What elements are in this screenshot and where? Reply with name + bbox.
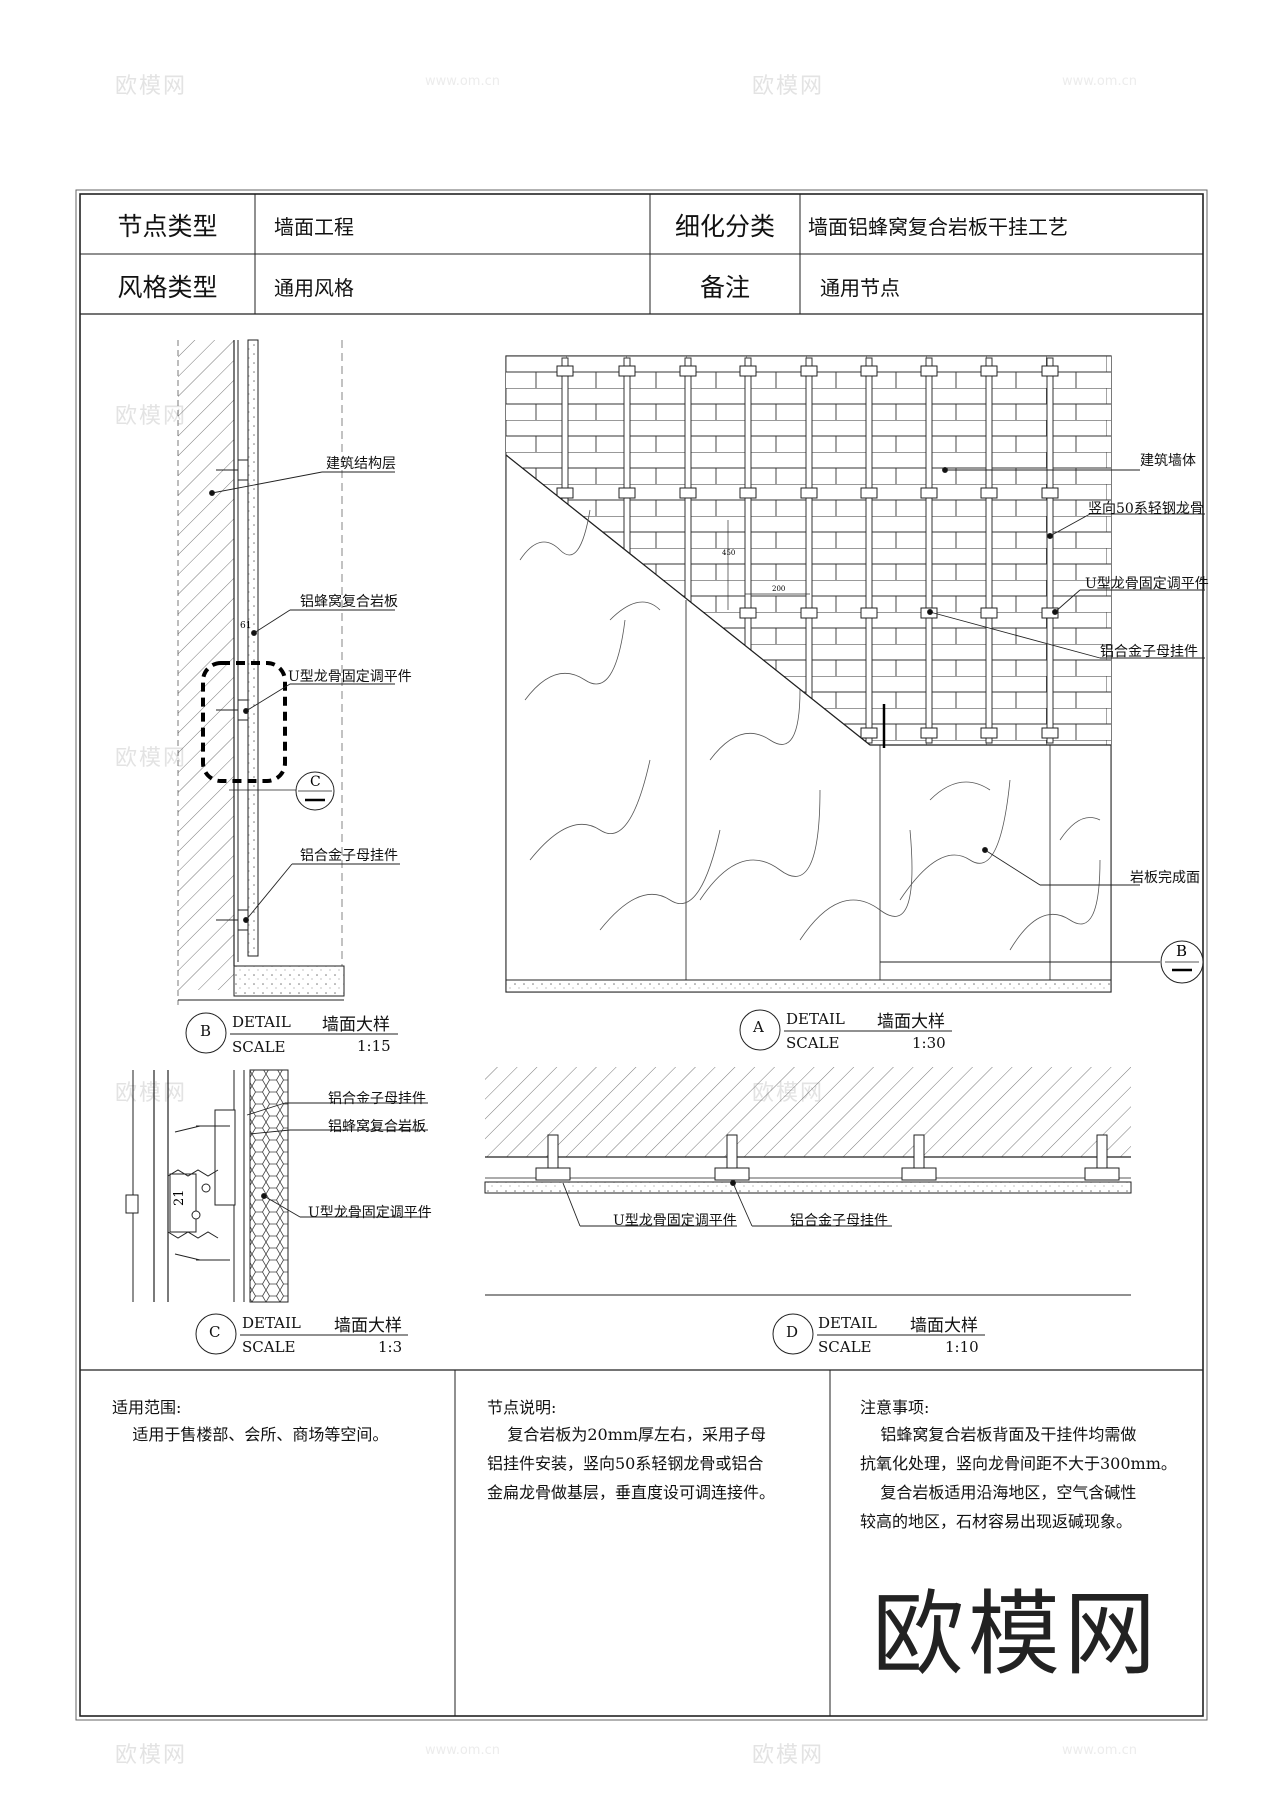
style-type-label: 风格类型 <box>117 273 218 302</box>
caution-body: 铝蜂窝复合岩板背面及干挂件均需做 抗氧化处理，竖向龙骨间距不大于300mm。 复… <box>860 1425 1177 1531</box>
detail-d-word: DETAIL <box>818 1314 877 1332</box>
detail-c-section: 21 <box>125 1069 428 1303</box>
watermark-logo: 欧模网 <box>752 74 825 99</box>
watermark-url: www.om.cn <box>1062 74 1137 89</box>
dim-450: 450 <box>722 549 735 557</box>
watermark-logo: 欧模网 <box>115 1081 188 1106</box>
label-building-wall: 建筑墙体 <box>1140 453 1196 469</box>
detail-c-scale-word: SCALE <box>242 1338 296 1356</box>
label-alloy-hanger: 铝合金子母挂件 <box>300 848 398 864</box>
brand-logo: 欧模网 <box>872 1581 1161 1688</box>
watermark-logo: 欧模网 <box>115 746 188 771</box>
detail-a-word: DETAIL <box>786 1010 845 1028</box>
detail-b-scale: 1:15 <box>357 1037 391 1055</box>
caution-title: 注意事项: <box>860 1398 930 1417</box>
label-u-keel-leveler: U型龙骨固定调平件 <box>613 1213 737 1229</box>
node-type-value: 墙面工程 <box>274 215 354 239</box>
label-honeycomb-panel: 铝蜂窝复合岩板 <box>328 1119 426 1135</box>
label-steel-keel: 竖向50系轻钢龙骨 <box>1088 501 1204 517</box>
detail-d-scale: 1:10 <box>945 1338 979 1356</box>
dim-21: 21 <box>172 1189 187 1206</box>
detail-c-id: C <box>209 1323 221 1341</box>
label-alloy-hanger: 铝合金子母挂件 <box>790 1213 888 1229</box>
watermark-logo: 欧模网 <box>752 1743 825 1768</box>
watermark-url: www.om.cn <box>425 1743 500 1758</box>
watermark-logo: 欧模网 <box>115 74 188 99</box>
label-honeycomb-panel: 铝蜂窝复合岩板 <box>300 594 398 610</box>
detail-a-scale-word: SCALE <box>786 1034 840 1052</box>
style-type-value: 通用风格 <box>274 276 354 300</box>
scope-body: 适用于售楼部、会所、商场等空间。 <box>112 1425 389 1444</box>
detail-c-word: DETAIL <box>242 1314 301 1332</box>
detail-d-name: 墙面大样 <box>910 1316 978 1336</box>
detail-category-label: 细化分类 <box>674 212 775 241</box>
remarks-label: 备注 <box>699 273 750 302</box>
scope-title: 适用范围: <box>112 1398 182 1417</box>
label-u-keel-leveler: U型龙骨固定调平件 <box>288 669 412 685</box>
label-alloy-hanger: 铝合金子母挂件 <box>328 1091 426 1107</box>
label-stone-finish: 岩板完成面 <box>1130 870 1200 886</box>
detail-category-value: 墙面铝蜂窝复合岩板干挂工艺 <box>808 215 1068 239</box>
dim-61: 61 <box>240 621 251 631</box>
watermark-url: www.om.cn <box>1062 1743 1137 1758</box>
detail-d-plan <box>484 1067 1132 1296</box>
label-structure-layer: 建筑结构层 <box>326 456 396 472</box>
dim-200: 200 <box>772 585 785 593</box>
detail-b-word: DETAIL <box>232 1013 291 1031</box>
detail-b-scale-word: SCALE <box>232 1038 286 1056</box>
detail-a-name: 墙面大样 <box>877 1012 945 1032</box>
detail-c-scale: 1:3 <box>378 1338 403 1356</box>
detail-b-section: C 61 <box>177 339 400 1005</box>
detail-a-elevation: 450 200 B <box>505 355 1205 993</box>
detail-a-scale: 1:30 <box>912 1034 946 1052</box>
watermark-logo: 欧模网 <box>115 404 188 429</box>
detail-d-scale-word: SCALE <box>818 1338 872 1356</box>
detail-c-name: 墙面大样 <box>334 1316 402 1336</box>
node-notes-body: 复合岩板为20mm厚左右，采用子母 铝挂件安装，竖向50系轻钢龙骨或铝合 金扁龙… <box>487 1425 776 1502</box>
label-u-keel-leveler: U型龙骨固定调平件 <box>308 1205 432 1221</box>
detail-b-name: 墙面大样 <box>322 1015 390 1035</box>
watermark-url: www.om.cn <box>425 74 500 89</box>
detail-a-id: A <box>753 1018 764 1036</box>
label-u-keel-leveler: U型龙骨固定调平件 <box>1085 576 1209 592</box>
remarks-value: 通用节点 <box>820 276 900 300</box>
detail-d-id: D <box>786 1323 799 1341</box>
node-type-label: 节点类型 <box>117 212 218 241</box>
section-ref-b: B <box>1176 942 1187 960</box>
watermark-logo: 欧模网 <box>115 1743 188 1768</box>
node-notes-title: 节点说明: <box>487 1398 557 1417</box>
detail-b-id: B <box>200 1022 212 1040</box>
callout-ref-c: C <box>310 774 321 790</box>
label-alloy-hanger: 铝合金子母挂件 <box>1100 644 1198 660</box>
